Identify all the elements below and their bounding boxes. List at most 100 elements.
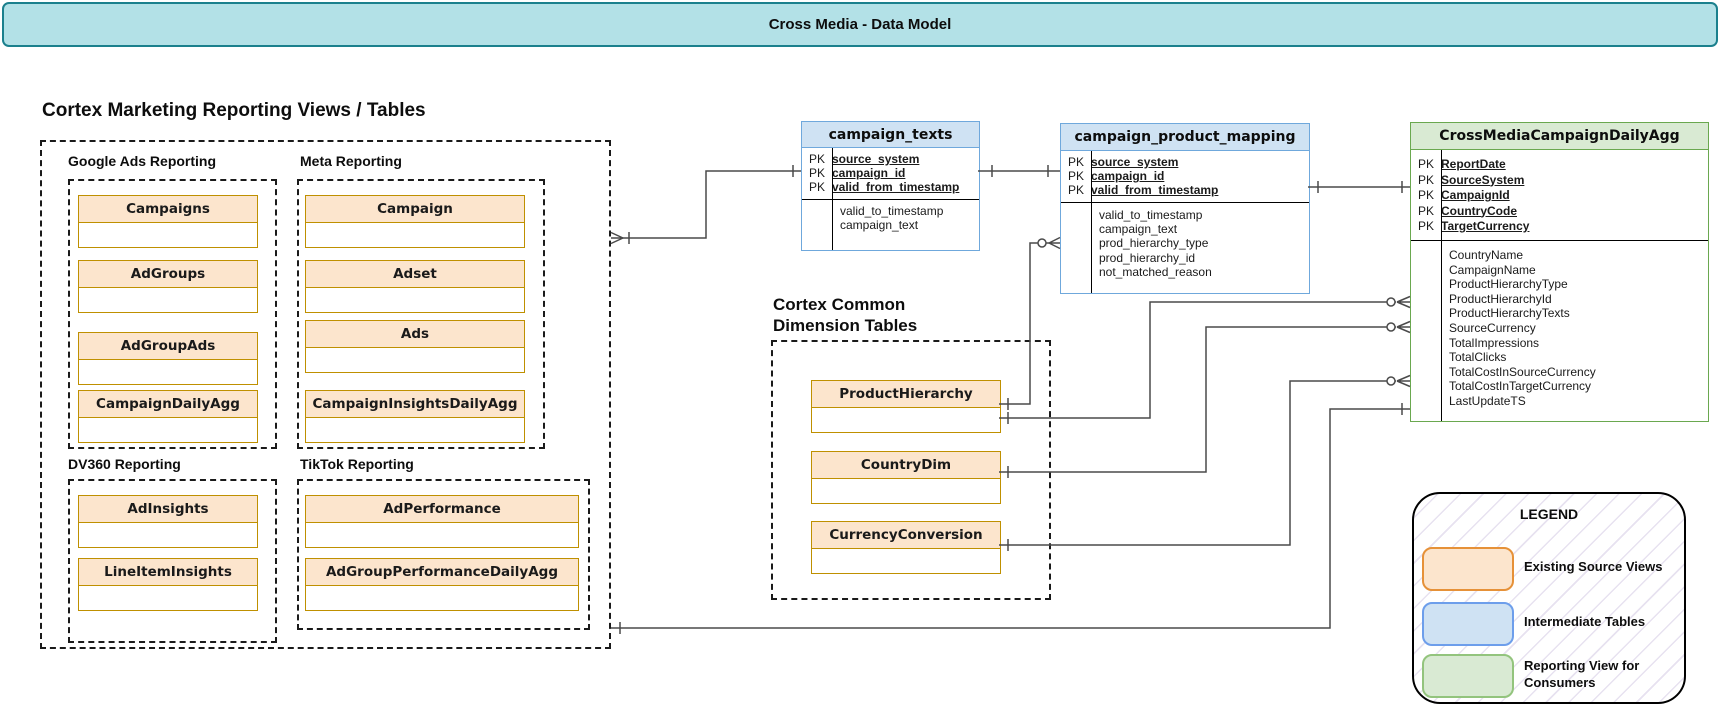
- table-field: prod_hierarchy_id: [1099, 250, 1196, 265]
- entity-countrydim-title: CountryDim: [812, 452, 1000, 479]
- entity-ads-body: [306, 348, 524, 372]
- table-field: LastUpdateTS: [1449, 393, 1526, 408]
- pk-tag: PK: [808, 152, 825, 166]
- crowsfoot-crossmedia-cc: [1396, 374, 1411, 388]
- connector-currencyconversion-to-crossmedia: [999, 380, 1396, 546]
- entity-adinsights: AdInsights: [78, 495, 258, 548]
- table-row: PK campaign_id: [802, 166, 979, 180]
- table-campaign-texts-title: campaign_texts: [802, 122, 979, 148]
- entity-producthierarchy-body: [812, 408, 1000, 432]
- table-field: CampaignName: [1449, 262, 1536, 277]
- entity-currencyconversion-body: [812, 549, 1000, 573]
- table-field: SourceCurrency: [1449, 320, 1536, 335]
- table-field: ProductHierarchyType: [1449, 277, 1568, 292]
- tiktok-group-box: [297, 479, 590, 630]
- pk-tag: PK: [1067, 155, 1084, 169]
- crowsfoot-mapping-end: [1048, 236, 1061, 250]
- entity-campaign: Campaign: [305, 195, 525, 248]
- entity-adgroups: AdGroups: [78, 260, 258, 313]
- entity-campaigndailyagg: CampaignDailyAgg: [78, 390, 258, 443]
- pk-field: campaign_id: [832, 166, 906, 180]
- crowsfoot-crossmedia-cd: [1396, 320, 1411, 334]
- pk-tag: PK: [808, 180, 825, 194]
- entity-adinsights-title: AdInsights: [79, 496, 257, 523]
- pk-column-divider: [832, 148, 833, 250]
- entity-adgroupads: AdGroupAds: [78, 332, 258, 385]
- entity-lineiteminsights-title: LineItemInsights: [79, 559, 257, 586]
- meta-group-box: [297, 179, 545, 449]
- table-row: PK valid_from_timestamp: [802, 180, 979, 194]
- pk-field: valid_from_timestamp: [1091, 183, 1219, 197]
- table-row: PK CampaignId: [1411, 188, 1708, 204]
- table-field: TotalClicks: [1449, 350, 1507, 365]
- table-row: PK source_system: [802, 152, 979, 166]
- connector-countrydim-to-crossmedia: [999, 326, 1396, 473]
- pk-tag: PK: [1417, 203, 1434, 218]
- pk-field: valid_from_timestamp: [832, 180, 960, 194]
- entity-currencyconversion-title: CurrencyConversion: [812, 522, 1000, 549]
- tiktok-group-label: TikTok Reporting: [300, 456, 414, 472]
- table-field: valid_to_timestamp: [840, 204, 944, 218]
- meta-group-label: Meta Reporting: [300, 153, 402, 169]
- circle-crossmedia-cc: [1386, 376, 1396, 386]
- legend-label-intermediate-tables: Intermediate Tables: [1524, 614, 1646, 629]
- table-field: campaign_text: [1099, 222, 1178, 237]
- pk-tag: PK: [808, 166, 825, 180]
- entity-campaign-body: [306, 223, 524, 247]
- table-field: TotalCostInSourceCurrency: [1449, 364, 1596, 379]
- google-ads-group-box: [68, 179, 277, 449]
- table-campaign-product-mapping: campaign_product_mapping PK source_syste…: [1060, 123, 1310, 294]
- entity-campaigns-title: Campaigns: [79, 196, 257, 223]
- dimension-heading-line2: Dimension Tables: [773, 316, 918, 335]
- marketing-sources-container: [40, 140, 611, 649]
- table-crossmediacampaigndailyagg: CrossMediaCampaignDailyAgg PK ReportDate…: [1410, 122, 1709, 422]
- table-field: ProductHierarchyTexts: [1449, 306, 1570, 321]
- entity-adgroupperformancedailyagg-title: AdGroupPerformanceDailyAgg: [306, 559, 578, 586]
- entity-adgroups-body: [79, 288, 257, 312]
- legend-swatch-existing-source-views: [1422, 547, 1514, 591]
- entity-ads-title: Ads: [306, 321, 524, 348]
- entity-campaigninsightsdailyagg: CampaignInsightsDailyAgg: [305, 390, 525, 443]
- entity-producthierarchy-title: ProductHierarchy: [812, 381, 1000, 408]
- diagram-title-banner: Cross Media - Data Model: [2, 2, 1718, 47]
- entity-lineiteminsights-body: [79, 586, 257, 610]
- circle-crossmedia-ph: [1386, 297, 1396, 307]
- table-field: TotalCostInTargetCurrency: [1449, 379, 1592, 394]
- entity-adperformance-body: [306, 523, 578, 547]
- entity-adset-body: [306, 288, 524, 312]
- entity-adgroups-title: AdGroups: [79, 261, 257, 288]
- legend-swatch-intermediate-tables: [1422, 602, 1514, 646]
- table-row: PK valid_from_timestamp: [1061, 183, 1309, 197]
- circle-mapping-end: [1037, 238, 1047, 248]
- pk-column-divider: [1091, 151, 1092, 293]
- table-crossmediacampaigndailyagg-title: CrossMediaCampaignDailyAgg: [1411, 123, 1708, 150]
- entity-campaigninsightsdailyagg-body: [306, 418, 524, 442]
- entity-adinsights-body: [79, 523, 257, 547]
- diagram-title: Cross Media - Data Model: [768, 16, 952, 33]
- entity-campaigninsightsdailyagg-title: CampaignInsightsDailyAgg: [306, 391, 524, 418]
- table-row: PK ReportDate: [1411, 157, 1708, 173]
- pk-tag: PK: [1067, 169, 1084, 183]
- entity-producthierarchy: ProductHierarchy: [811, 380, 1001, 433]
- table-row: PK TargetCurrency: [1411, 219, 1708, 235]
- table-field: prod_hierarchy_type: [1099, 236, 1209, 251]
- crowsfoot-sources-end: [610, 231, 630, 245]
- connector-sources-to-campaign-texts: [611, 170, 801, 239]
- pk-tag: PK: [1417, 172, 1434, 187]
- entity-campaign-title: Campaign: [306, 196, 524, 223]
- entity-adperformance: AdPerformance: [305, 495, 579, 548]
- entity-adset: Adset: [305, 260, 525, 313]
- entity-countrydim: CountryDim: [811, 451, 1001, 504]
- entity-adgroupads-body: [79, 360, 257, 384]
- pk-field: source_system: [832, 152, 920, 166]
- pk-field: campaign_id: [1091, 169, 1165, 183]
- pk-field: ReportDate: [1441, 157, 1506, 171]
- entity-campaigndailyagg-body: [79, 418, 257, 442]
- connector-producthierarchy-to-crossmedia: [999, 301, 1396, 419]
- entity-campaigns-body: [79, 223, 257, 247]
- legend-swatch-reporting-view: [1422, 654, 1514, 698]
- circle-crossmedia-cd: [1386, 322, 1396, 332]
- google-ads-group-label: Google Ads Reporting: [68, 153, 217, 169]
- table-row: PK campaign_id: [1061, 169, 1309, 183]
